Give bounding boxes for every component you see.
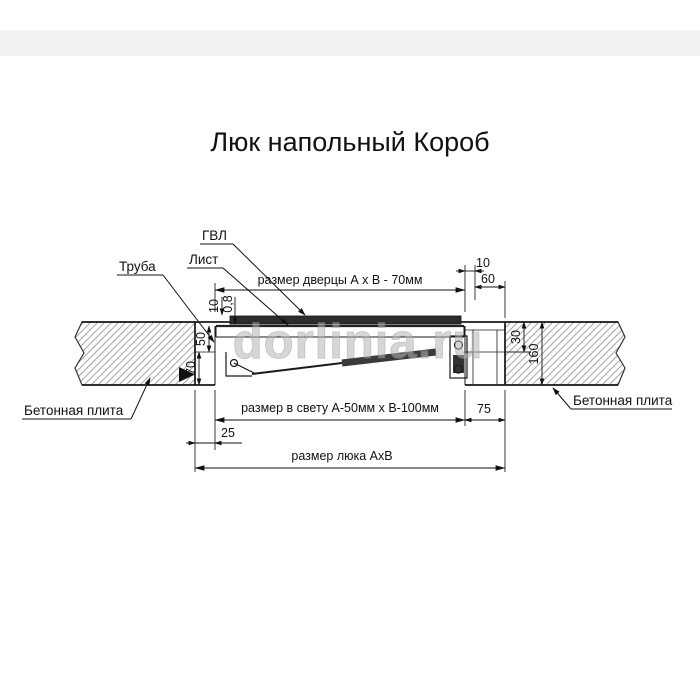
rim-depth-text: 30	[509, 330, 523, 344]
lift-mechanism	[179, 335, 468, 382]
dim-lid-layers: 10 0,8	[207, 295, 238, 325]
right-concrete-slab	[504, 321, 626, 386]
callout-concrete-right: Бетонная плита	[552, 387, 673, 410]
left-pivot	[229, 358, 239, 368]
sheet-thickness-text: 0,8	[221, 295, 235, 312]
left-concrete-slab	[74, 321, 196, 386]
section-arrow	[179, 367, 195, 382]
gvl-thickness-text: 10	[207, 299, 221, 313]
dim-wall-offset: 25	[186, 390, 242, 472]
dim-hatch-size: размер люка АхВ	[194, 449, 506, 471]
gap-top-text: 10	[476, 256, 490, 270]
page-title: Люк напольный Короб	[210, 127, 489, 157]
strut-rod	[251, 362, 343, 375]
callout-sheet: Лист	[187, 252, 289, 326]
callout-concrete-left: Бетонная плита	[22, 377, 151, 420]
rim-offset-text: 75	[477, 402, 491, 416]
dim-right-depths: 30 160	[505, 321, 549, 386]
right-pivot-top	[453, 340, 464, 350]
concrete-left-label: Бетонная плита	[24, 403, 124, 418]
watermark: dorlinia.ru	[233, 315, 484, 369]
lid-depth-text: 50	[194, 332, 208, 346]
dim-clear-size: размер в свету А-50мм х В-100мм 75	[214, 390, 506, 472]
sheet-label: Лист	[189, 252, 218, 267]
dim-rim-top: 10 60	[456, 256, 506, 318]
left-bracket	[225, 352, 252, 377]
right-bracket-plate	[453, 355, 464, 373]
left-slab-hatch	[74, 321, 196, 386]
wall-lower-depth-text: 70	[184, 361, 198, 375]
right-pivot-bottom	[453, 364, 464, 374]
gvl-panel	[229, 315, 462, 325]
callout-tube: Труба	[117, 259, 215, 343]
gvl-label: ГВЛ	[202, 228, 227, 243]
wall-offset-text: 25	[221, 426, 235, 440]
tube-label: Труба	[119, 259, 156, 274]
dim-door-size: размер дверцы А х В - 70мм	[214, 265, 466, 312]
hatch-frame	[194, 321, 506, 386]
clear-size-text: размер в свету А-50мм х В-100мм	[241, 401, 439, 415]
gas-strut	[341, 348, 437, 367]
right-slab-hatch	[504, 321, 626, 386]
right-bracket	[449, 335, 468, 379]
hatch-lid	[215, 315, 465, 338]
rim-width-text: 60	[481, 272, 495, 286]
callout-gvl: ГВЛ	[200, 228, 306, 316]
dim-left-depths: 50 70	[184, 325, 212, 386]
concrete-right-label: Бетонная плита	[573, 393, 673, 408]
hatch-size-text: размер люка АхВ	[291, 449, 392, 463]
top-band	[0, 30, 700, 56]
frame-depth-text: 160	[527, 344, 541, 365]
door-size-text: размер дверцы А х В - 70мм	[258, 273, 423, 287]
